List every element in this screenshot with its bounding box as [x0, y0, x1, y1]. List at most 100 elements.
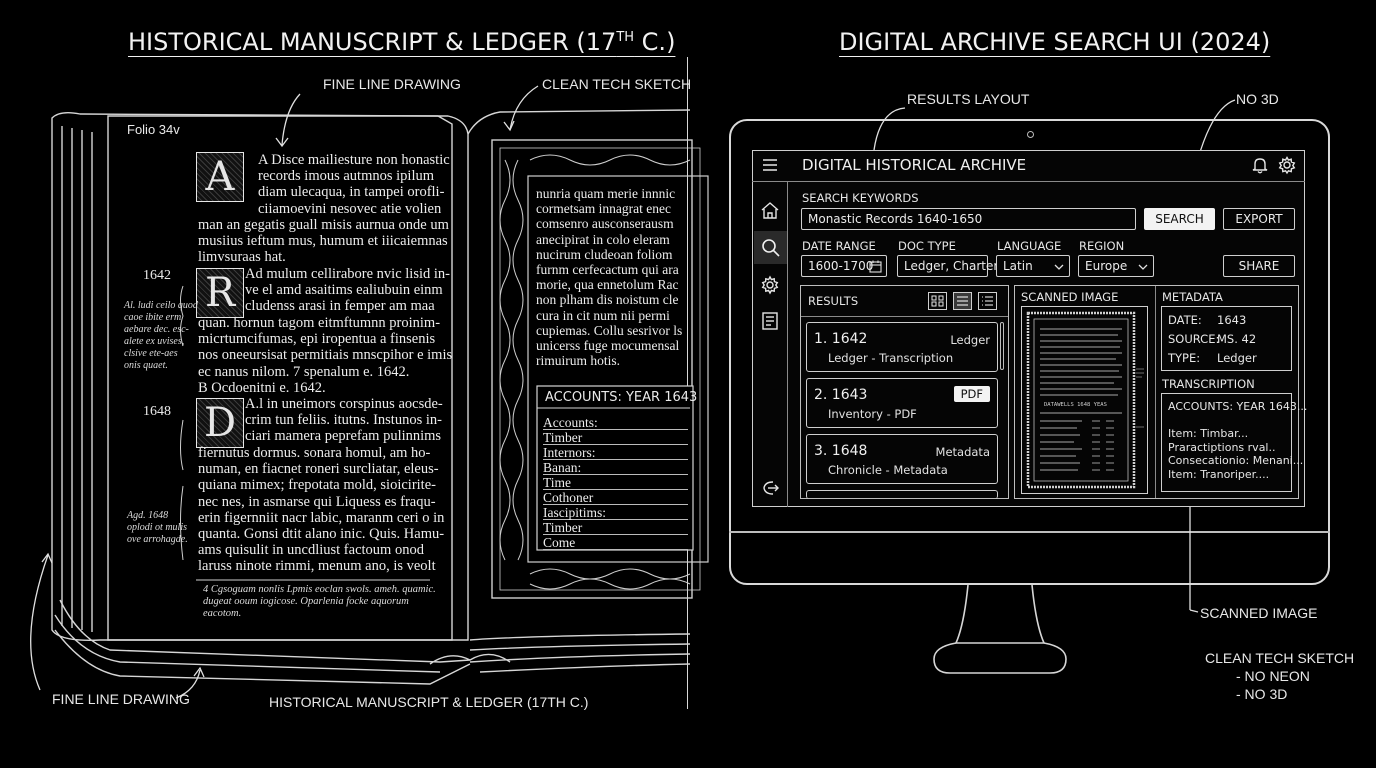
export-button[interactable]: EXPORT: [1223, 208, 1295, 230]
scanned-image-label: SCANNED IMAGE: [1021, 290, 1119, 304]
result-card-2[interactable]: 2. 1643 Inventory - PDF PDF: [806, 378, 998, 428]
scan-heading: DATAWELLS 1648 YEAS: [1044, 402, 1107, 408]
result-card-1[interactable]: 1. 1642 Ledger - Transcription Ledger: [806, 322, 998, 372]
right-page-text: nunria quam merie innnic cormetsam innag…: [536, 186, 683, 369]
gear-icon[interactable]: [1278, 156, 1296, 175]
sidebar-search-active[interactable]: [754, 231, 787, 264]
monitor-stand: [933, 584, 1067, 674]
metadata-label: METADATA: [1162, 290, 1223, 304]
illuminated-initial-a: A: [196, 152, 244, 202]
illuminated-initial-r: R: [196, 268, 244, 318]
illuminated-initial-d: D: [196, 398, 244, 448]
ledger-rows: Accounts: Timber Internors: Banan: Time …: [543, 415, 688, 550]
callout-fine-line-drawing-bottom: FINE LINE DRAWING: [52, 691, 190, 707]
search-button[interactable]: SEARCH: [1144, 208, 1215, 230]
scanned-image-frame[interactable]: DATAWELLS 1648 YEAS: [1021, 306, 1148, 494]
results-header-divider: [801, 316, 1008, 317]
manuscript-paragraph-1a: A Disce mailiesture non honastic records…: [258, 152, 450, 217]
detail-panel: [1014, 285, 1299, 499]
monitor-frame: [729, 119, 1330, 585]
bottom-caption: HISTORICAL MANUSCRIPT & LEDGER (17TH C.): [269, 694, 589, 710]
share-button[interactable]: SHARE: [1223, 255, 1295, 277]
meta-source-value: MS. 42: [1217, 332, 1257, 346]
language-label: LANGUAGE: [997, 239, 1062, 253]
document-list-icon[interactable]: [757, 308, 783, 334]
margin-year-1648: 1648: [143, 404, 171, 419]
left-section-title: HISTORICAL MANUSCRIPT & LEDGER (17TH C.): [128, 28, 676, 56]
search-icon: [762, 239, 780, 257]
section-divider: [687, 57, 688, 709]
monitor-chin: [729, 531, 1330, 533]
metadata-box: DATE: 1643 SOURCE: MS. 42 TYPE: Ledger: [1161, 306, 1292, 371]
search-keywords-label: SEARCH KEYWORDS: [802, 191, 919, 205]
result-subtitle: Chronicle - Metadata: [828, 463, 948, 477]
chevron-down-icon: [1138, 264, 1148, 270]
result-tag: Ledger: [950, 333, 990, 347]
ledger-heading: ACCOUNTS: YEAR 1643: [545, 390, 698, 405]
date-range-value: 1600-1700: [808, 259, 874, 273]
margin-note-1: Al. ludi ceilo quod caoe ibite erm aebar…: [124, 300, 198, 371]
detail-divider: [1155, 286, 1156, 498]
result-subtitle: Ledger - Transcription: [828, 351, 954, 365]
meta-type-key: TYPE:: [1168, 351, 1201, 365]
home-icon[interactable]: [757, 198, 783, 224]
results-panel: [800, 285, 1009, 499]
language-select[interactable]: Latin: [996, 255, 1070, 277]
doc-type-label: DOC TYPE: [898, 239, 956, 253]
meta-date-key: DATE:: [1168, 313, 1202, 327]
grid-view-icon[interactable]: [928, 292, 947, 310]
search-input[interactable]: Monastic Records 1640-1650: [801, 208, 1136, 230]
results-label: RESULTS: [808, 294, 859, 308]
result-title: 3. 1648: [814, 443, 868, 459]
callout-results-layout: RESULTS LAYOUT: [907, 91, 1030, 107]
meta-type-value: Ledger: [1217, 351, 1257, 365]
result-subtitle: Inventory - PDF: [828, 407, 917, 421]
region-select[interactable]: Europe: [1078, 255, 1154, 277]
result-title: 2. 1643: [814, 387, 868, 403]
margin-note-2: Agd. 1648 oplodi ot mulis ove arrohagde.: [127, 510, 188, 545]
manuscript-paragraph-3a: A.l in uneimors corspinus aocsde- crim t…: [245, 396, 443, 445]
settings-gear-icon[interactable]: [757, 272, 783, 298]
sidebar-divider: [787, 181, 788, 507]
meta-source-key: SOURCE:: [1168, 332, 1220, 346]
date-range-field[interactable]: 1600-1700: [801, 255, 887, 277]
transcription-label: TRANSCRIPTION: [1162, 377, 1255, 391]
chevron-down-icon: [1054, 264, 1064, 270]
callout-scanned-image: SCANNED IMAGE: [1200, 605, 1318, 621]
calendar-icon: [869, 260, 882, 273]
hamburger-menu-icon[interactable]: [761, 156, 779, 174]
meta-date-value: 1643: [1217, 313, 1247, 327]
result-card-partial: [806, 490, 998, 499]
app-title: DIGITAL HISTORICAL ARCHIVE: [802, 156, 1027, 174]
open-book-drawing: [30, 85, 709, 699]
result-tag: Metadata: [935, 445, 990, 459]
list-view-icon[interactable]: [953, 292, 972, 310]
manuscript-footnote: 4 Cgsoguam nonlis Lpmis eoclan swols. am…: [203, 584, 436, 619]
manuscript-paragraph-3b: fiernutus dormus. sonara homul, am ho- n…: [198, 445, 445, 575]
region-value: Europe: [1085, 259, 1128, 273]
transcription-box[interactable]: ACCOUNTS: YEAR 1643... Item: Timbar... P…: [1161, 393, 1307, 492]
callout-fine-line-drawing-top: FINE LINE DRAWING: [323, 76, 461, 92]
language-value: Latin: [1003, 259, 1033, 273]
doc-type-field[interactable]: Ledger, Charter: [897, 255, 998, 277]
date-range-label: DATE RANGE: [802, 239, 876, 253]
callout-clean-tech-sketch-top: CLEAN TECH SKETCH: [542, 76, 692, 92]
result-title: 1. 1642: [814, 331, 868, 347]
bell-icon[interactable]: [1251, 156, 1269, 174]
result-card-3[interactable]: 3. 1648 Chronicle - Metadata Metadata: [806, 434, 998, 484]
detail-view-icon[interactable]: [978, 292, 997, 310]
scanned-page-thumbnail: [1026, 311, 1144, 489]
style-notes: CLEAN TECH SKETCH - NO NEON - NO 3D: [1205, 650, 1355, 702]
results-scrollbar[interactable]: [1000, 322, 1004, 370]
region-label: REGION: [1079, 239, 1125, 253]
callout-no-3d: NO 3D: [1236, 91, 1279, 107]
logout-icon[interactable]: [757, 475, 783, 501]
margin-year-1642: 1642: [143, 268, 171, 283]
folio-label: Folio 34v: [127, 122, 180, 137]
manuscript-paragraph-2a: Ad mulum cellirabore nvic lisid in- ve e…: [245, 266, 450, 315]
right-section-title: DIGITAL ARCHIVE SEARCH UI (2024): [839, 28, 1271, 56]
pdf-badge[interactable]: PDF: [953, 386, 990, 402]
app-header-divider: [752, 181, 1305, 182]
manuscript-paragraph-1b: man an gegatis guall misis aurnua onde u…: [198, 217, 449, 266]
manuscript-paragraph-2b: quan. hornun tagom eitmftumnn proinim- m…: [198, 315, 453, 396]
